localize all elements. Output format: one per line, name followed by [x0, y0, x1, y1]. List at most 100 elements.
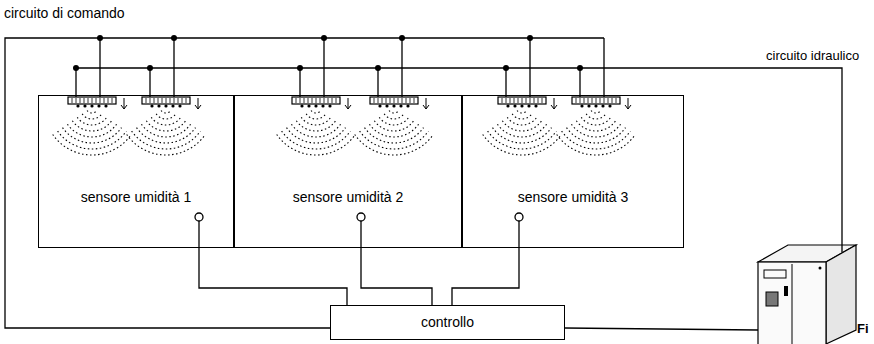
spray-arc — [586, 114, 606, 119]
cabinet-panel — [766, 292, 778, 306]
manifold-fin — [538, 98, 539, 103]
manifold-fin — [158, 98, 159, 103]
spray-arc — [53, 135, 132, 155]
spray-arc — [507, 117, 536, 125]
manifold-fin — [592, 98, 593, 103]
hydraulic-drop — [149, 68, 150, 97]
junction-dot — [375, 65, 381, 71]
hydraulic-drop — [299, 68, 300, 97]
circuits — [5, 35, 842, 330]
manifold-fin — [410, 98, 411, 103]
manifold-fin — [146, 98, 147, 103]
spray-arc — [77, 117, 106, 125]
cabinet-side — [826, 245, 856, 344]
command-wire — [5, 38, 604, 328]
manifold-fin — [332, 98, 333, 103]
nozzle-head — [53, 97, 132, 155]
nozzle-outlet — [520, 104, 523, 107]
manifold-fin — [76, 98, 77, 103]
spray-arc — [282, 131, 351, 149]
nozzle-outlet — [513, 104, 516, 107]
manifold-fin — [170, 98, 171, 103]
cabinet-front — [758, 262, 826, 344]
nozzle-head — [557, 97, 636, 155]
manifold-fin — [588, 98, 589, 103]
junction-dot — [503, 65, 509, 71]
junction-dot — [73, 65, 79, 71]
spray-arc — [127, 135, 206, 155]
nozzle-outlet — [164, 104, 167, 107]
nozzle-manifold — [370, 97, 418, 104]
manifold-fin — [80, 98, 81, 103]
spray-arc — [576, 121, 615, 131]
nozzle-outlet — [150, 104, 153, 107]
command-drop — [529, 38, 530, 97]
junction-dot — [399, 35, 405, 41]
cabinet-handle — [784, 286, 788, 296]
nozzle-outlet — [97, 104, 100, 107]
manifold-fin — [616, 98, 617, 103]
nozzle-manifold — [292, 97, 340, 104]
humidifier-cabinet — [758, 245, 856, 344]
nozzle-outlet — [178, 104, 181, 107]
spray-arc — [132, 131, 201, 149]
nozzle-outlet — [378, 104, 381, 107]
manifold-fin — [186, 98, 187, 103]
drain-symbol — [345, 98, 351, 109]
sensor-lead — [198, 221, 199, 248]
manifold-fin — [150, 98, 151, 103]
manifold-fin — [394, 98, 395, 103]
humidity-sensor — [195, 213, 203, 221]
sensor-lead — [518, 221, 519, 248]
nozzle-manifold — [572, 97, 620, 104]
spray-arc — [497, 124, 546, 137]
nozzle-outlet — [171, 104, 174, 107]
junction-dot — [527, 35, 533, 41]
manifold-fin — [510, 98, 511, 103]
drain-symbol — [423, 98, 429, 109]
spray-arc — [493, 128, 552, 143]
manifold-fin — [108, 98, 109, 103]
nozzle-outlet — [594, 104, 597, 107]
manifold-fin — [166, 98, 167, 103]
manifold-fin — [542, 98, 543, 103]
spray-arc — [384, 114, 404, 119]
nozzle-manifold — [498, 97, 546, 104]
spray-arc — [146, 121, 185, 131]
manifold-fin — [406, 98, 407, 103]
manifold-fin — [300, 98, 301, 103]
box-text: sensore umidità 2 — [293, 189, 404, 206]
manifold-fin — [296, 98, 297, 103]
circuit-label: circuito idraulico — [766, 48, 859, 64]
command-drop — [323, 38, 324, 97]
hydraulic-drop — [579, 68, 580, 97]
nozzle-outlet — [314, 104, 317, 107]
nozzle-outlet — [76, 104, 79, 107]
spray-arc — [287, 128, 346, 143]
spray-arc — [365, 128, 424, 143]
nozzle-outlet — [300, 104, 303, 107]
junction-dot — [577, 65, 583, 71]
nozzle-head — [483, 97, 562, 155]
manifold-fin — [324, 98, 325, 103]
nozzle-outlet — [307, 104, 310, 107]
nozzle-head — [277, 97, 356, 155]
manifold-fin — [398, 98, 399, 103]
spray-arc — [87, 110, 97, 113]
nozzle-outlet — [90, 104, 93, 107]
nozzle-manifold — [142, 97, 190, 104]
manifold-fin — [320, 98, 321, 103]
manifold-fin — [316, 98, 317, 103]
junction-dot — [147, 65, 153, 71]
manifold-fin — [502, 98, 503, 103]
nozzle-outlet — [580, 104, 583, 107]
nozzle-outlet — [392, 104, 395, 107]
room-box: sensore umidità 1 — [38, 95, 234, 248]
spray-arc — [360, 131, 429, 149]
manifold-fin — [522, 98, 523, 103]
spray-arc — [379, 117, 408, 125]
manifold-fin — [328, 98, 329, 103]
